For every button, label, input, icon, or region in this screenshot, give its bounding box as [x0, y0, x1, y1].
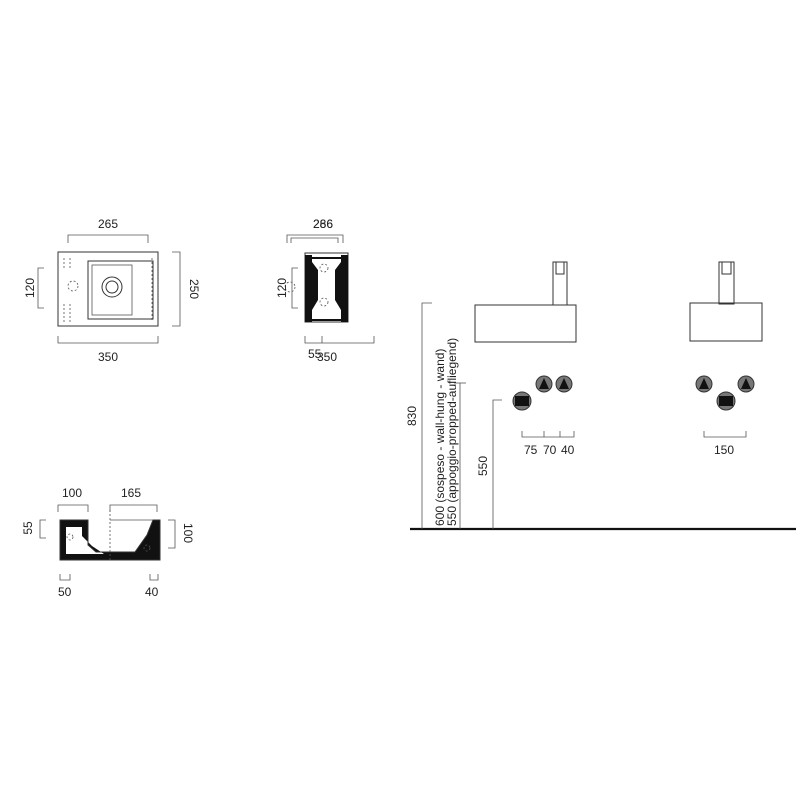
dim-line [57, 336, 159, 344]
dim-side-width-a: 286 [313, 217, 333, 231]
section-hole [143, 544, 151, 552]
dim-side-tap-offset: 120 [275, 278, 289, 298]
dim-side-width-b: 266 [313, 217, 333, 231]
tap-spout-left [552, 261, 568, 306]
top-view-drain [101, 276, 123, 298]
side-view-tap-hole [284, 281, 296, 293]
dim-line [286, 234, 344, 243]
dim-line [421, 302, 432, 529]
supply-valve-core [741, 378, 751, 389]
basin-front-right [689, 302, 763, 342]
top-view: 265 120 250 350 [23, 217, 201, 364]
tap-top-left [555, 261, 565, 275]
section-hole [66, 533, 74, 541]
dim-side-bottom-b: 350 [317, 350, 337, 364]
dim-line [149, 574, 159, 581]
dim-line [59, 574, 71, 581]
dim-tap-offset: 120 [23, 278, 37, 298]
dim-height-propped: 550 (appoggio-propped-aufliegend) [445, 338, 459, 526]
side-view-hole [319, 297, 329, 307]
dim-section-top-left: 100 [62, 486, 82, 500]
side-wall-right [335, 255, 348, 322]
dim-section-left-height: 55 [21, 521, 35, 535]
tap-spout-right [718, 261, 735, 305]
supply-valve-core [699, 378, 709, 389]
top-view-bowl-inner [91, 264, 133, 316]
dim-line [521, 431, 575, 438]
section-profile [60, 520, 160, 560]
dim-section-top-right: 165 [121, 486, 141, 500]
section-view: 100 165 55 100 50 40 [21, 486, 195, 599]
dim-depth: 250 [187, 279, 201, 299]
dim-line [291, 267, 298, 309]
tap-top-right [721, 261, 732, 275]
dim-inner-width: 265 [98, 217, 118, 231]
dim-spacing-a: 75 [524, 443, 538, 457]
elevation-view: 830 600 (sospeso - wall-hung - wand) 550… [405, 261, 796, 531]
section-outline [59, 519, 161, 561]
dim-line [172, 251, 181, 327]
dim-height-wall-hung: 600 (sospeso - wall-hung - wand) [433, 349, 447, 526]
side-view: 286 266 120 55 350 [275, 217, 375, 364]
fittings-left [512, 375, 573, 411]
dim-line [703, 431, 747, 438]
dim-width: 350 [98, 350, 118, 364]
dim-section-right-height: 100 [181, 523, 195, 543]
dim-line [109, 504, 158, 512]
dim-side-bottom-a: 55 [308, 347, 322, 361]
dim-line [290, 237, 339, 243]
dim-section-bottom-left: 50 [58, 585, 72, 599]
dim-spacing-b: 70 [543, 443, 557, 457]
dim-line [304, 336, 375, 344]
supply-valve-core [539, 378, 549, 389]
side-wall-left [305, 255, 318, 322]
top-view-drain-inner [105, 280, 119, 294]
fittings-right [695, 375, 755, 411]
dim-section-bottom-right: 40 [145, 585, 159, 599]
waste-outlet-core [515, 396, 529, 406]
dim-line [37, 267, 44, 309]
dim-line [57, 504, 89, 512]
basin-front-left [474, 304, 577, 343]
waste-outlet-core [719, 396, 733, 406]
top-view-tap-hole [67, 280, 79, 292]
dim-line [168, 519, 176, 549]
top-view-outline [57, 251, 159, 327]
dim-line [67, 234, 149, 243]
dim-waste-height: 550 [476, 456, 490, 476]
dim-spacing-c: 40 [561, 443, 575, 457]
supply-valve-core [559, 378, 569, 389]
dim-total-height: 830 [405, 406, 419, 426]
side-view-hole [319, 263, 329, 273]
dim-spacing-single: 150 [714, 443, 734, 457]
dim-line [39, 519, 46, 539]
top-view-bowl [87, 260, 154, 320]
dim-line [492, 399, 502, 529]
